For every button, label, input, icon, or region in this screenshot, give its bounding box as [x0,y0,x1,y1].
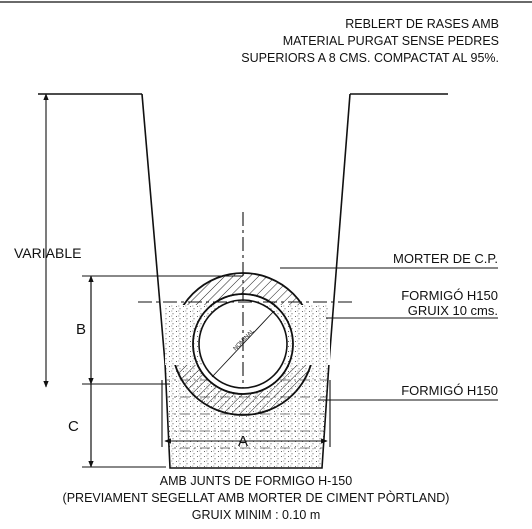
a-dimension [161,380,331,447]
concrete-top-label-line1: FORMIGÓ H150 [401,288,498,303]
footer-line3: GRUIX MINIM : 0.10 m [192,508,321,522]
backfill-note-line2: MATERIAL PURGAT SENSE PEDRES [283,34,499,48]
footer-line2: (PREVIAMENT SEGELLAT AMB MORTER DE CIMEN… [63,490,450,505]
footer-line1: AMB JUNTS DE FORMIGO H-150 [160,474,352,488]
variable-label: VARIABLE [14,245,81,261]
concrete-bottom-label: FORMIGÓ H150 [401,383,498,398]
concrete-top-label-line2: GRUIX 10 cms. [408,303,498,318]
center-lines [138,212,352,388]
c-label: C [68,418,79,435]
b-label: B [76,321,86,338]
backfill-note-line1: REBLERT DE RASES AMB [345,17,499,31]
backfill-note-line3: SUPERIORS A 8 CMS. COMPACTAT AL 95%. [241,51,499,65]
mortar-label: MORTER DE C.P. [393,251,498,266]
a-label: A [238,433,248,450]
callout-leaders [280,267,498,401]
b-c-dimensions [82,275,243,468]
